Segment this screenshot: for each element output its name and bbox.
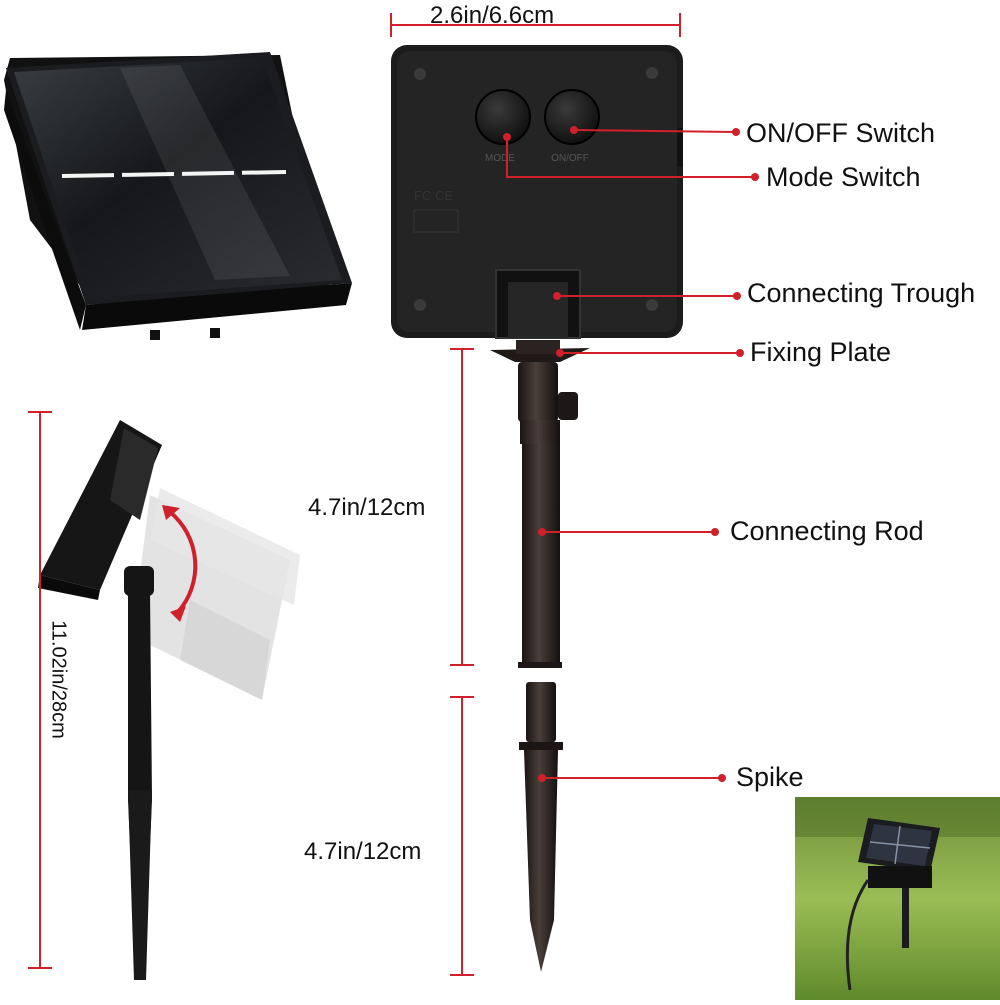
dimension-top-width bbox=[390, 13, 681, 37]
fixing-plate-label: Fixing Plate bbox=[750, 337, 892, 367]
on-off-switch-label: ON/OFF Switch bbox=[746, 118, 936, 148]
recycle-icon bbox=[413, 209, 459, 233]
on-off-label: ON/OFF bbox=[551, 153, 589, 164]
dimension-total-height bbox=[28, 411, 52, 969]
dimension-rod-length bbox=[450, 348, 474, 666]
callout-on-off-line bbox=[570, 126, 740, 136]
screw-icon bbox=[414, 68, 426, 80]
callout-rod-line bbox=[538, 528, 719, 536]
rod-length-label: 4.7in/12cm bbox=[308, 494, 426, 521]
spike-length-label: 4.7in/12cm bbox=[304, 838, 422, 865]
screw-icon bbox=[414, 299, 426, 311]
screw-icon bbox=[646, 299, 658, 311]
connecting-rod-label: Connecting Rod bbox=[730, 516, 924, 546]
top-width-label: 2.6in/6.6cm bbox=[430, 2, 555, 29]
solar-panel-front bbox=[4, 52, 352, 340]
adjust-knob-icon bbox=[558, 392, 578, 420]
callout-fixing-plate-line bbox=[556, 349, 744, 357]
mode-switch-button[interactable] bbox=[475, 89, 531, 145]
mode-switch-label: Mode Switch bbox=[766, 162, 921, 192]
mode-label: MODE bbox=[485, 153, 515, 164]
on-off-switch-button[interactable] bbox=[544, 89, 600, 145]
callout-trough-line bbox=[553, 292, 741, 300]
screw-icon bbox=[646, 67, 658, 79]
lawn-photo bbox=[795, 797, 1000, 1000]
dimension-spike-length bbox=[450, 696, 474, 976]
callout-mode-line bbox=[503, 133, 759, 181]
angle-adjust-illustration bbox=[38, 420, 300, 980]
spike-label: Spike bbox=[736, 762, 804, 792]
callout-spike-line bbox=[538, 774, 726, 782]
total-height-label: 11.02in/28cm bbox=[47, 620, 70, 739]
spike bbox=[519, 682, 563, 972]
fixing-plate-and-rod bbox=[490, 340, 590, 668]
rotation-arrow-icon bbox=[168, 510, 198, 614]
connecting-trough-label: Connecting Trough bbox=[747, 278, 976, 308]
control-box-back: MODE ON/OFF FC CE bbox=[391, 45, 683, 339]
pivot-joint bbox=[124, 566, 154, 596]
connecting-rod bbox=[522, 444, 560, 666]
certification-marks: FC CE bbox=[414, 188, 453, 203]
